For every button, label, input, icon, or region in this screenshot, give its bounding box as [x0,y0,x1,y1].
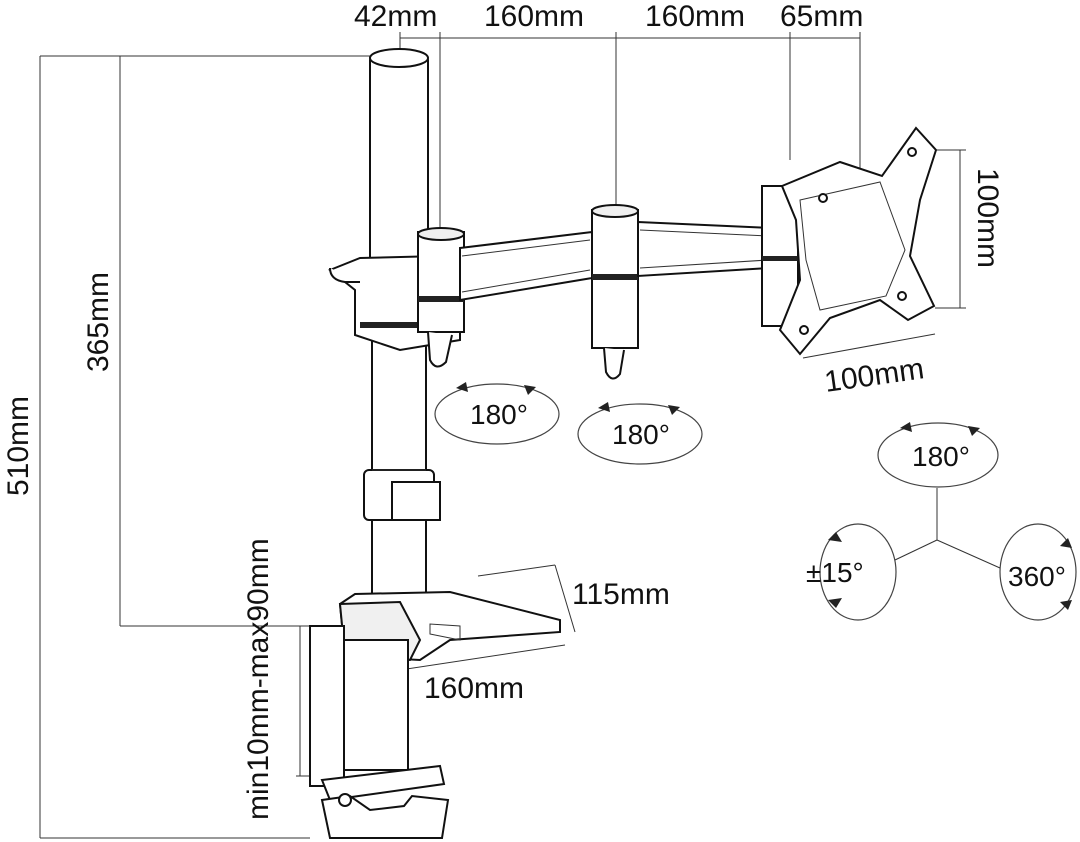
rotation-ellipse-4 [819,523,897,621]
dim-160mm-a: 160mm [484,0,584,33]
dim-365mm: 365mm [82,272,115,372]
dim-65mm: 65mm [780,0,863,33]
arrow-icon [828,598,842,608]
rotation-tilt: ±15° [806,557,864,588]
dim-plate-width: 100mm [822,352,926,399]
arrow-icon [668,405,680,415]
rotation-head-swivel: 180° [912,441,970,472]
arrow-icon [1060,538,1072,548]
arrow-icon [524,385,536,395]
rotation-arm2: 180° [612,419,670,450]
arm-1 [459,230,593,302]
rotation-ellipse-3 [877,422,999,488]
arrow-icon [598,402,610,412]
clamp [309,625,450,839]
arrow-icon [1060,600,1072,610]
rotation-arm1: 180° [470,399,528,430]
rotation-ellipse-2 [577,403,703,465]
rotation-labels: 180° 180° 180° ±15° 360° [470,399,1066,592]
arm-2 [637,220,771,278]
dim-plate-height: 100mm [971,168,1004,268]
rotation-ellipse-5 [999,523,1077,621]
rotation-ellipse-1 [434,383,560,445]
dim-510mm: 510mm [2,396,35,496]
rotation-rotate: 360° [1008,561,1066,592]
joint-2 [591,204,639,380]
arrow-icon [828,532,842,542]
rotation-indicators [434,382,1077,621]
joint-1 [417,227,465,368]
dim-42mm: 42mm [354,0,437,33]
arrow-icon [456,382,468,392]
dim-base-115mm: 115mm [572,578,670,611]
arrow-icon [900,422,912,432]
dim-160mm-b: 160mm [645,0,745,33]
dim-clamp-range: min10mm-max90mm [242,538,275,820]
dim-base-160mm: 160mm [424,672,524,705]
arrow-icon [968,426,980,436]
dimension-labels: 42mm 160mm 160mm 65mm 100mm 100mm 365mm … [2,0,1004,820]
vesa-plate [778,126,938,356]
